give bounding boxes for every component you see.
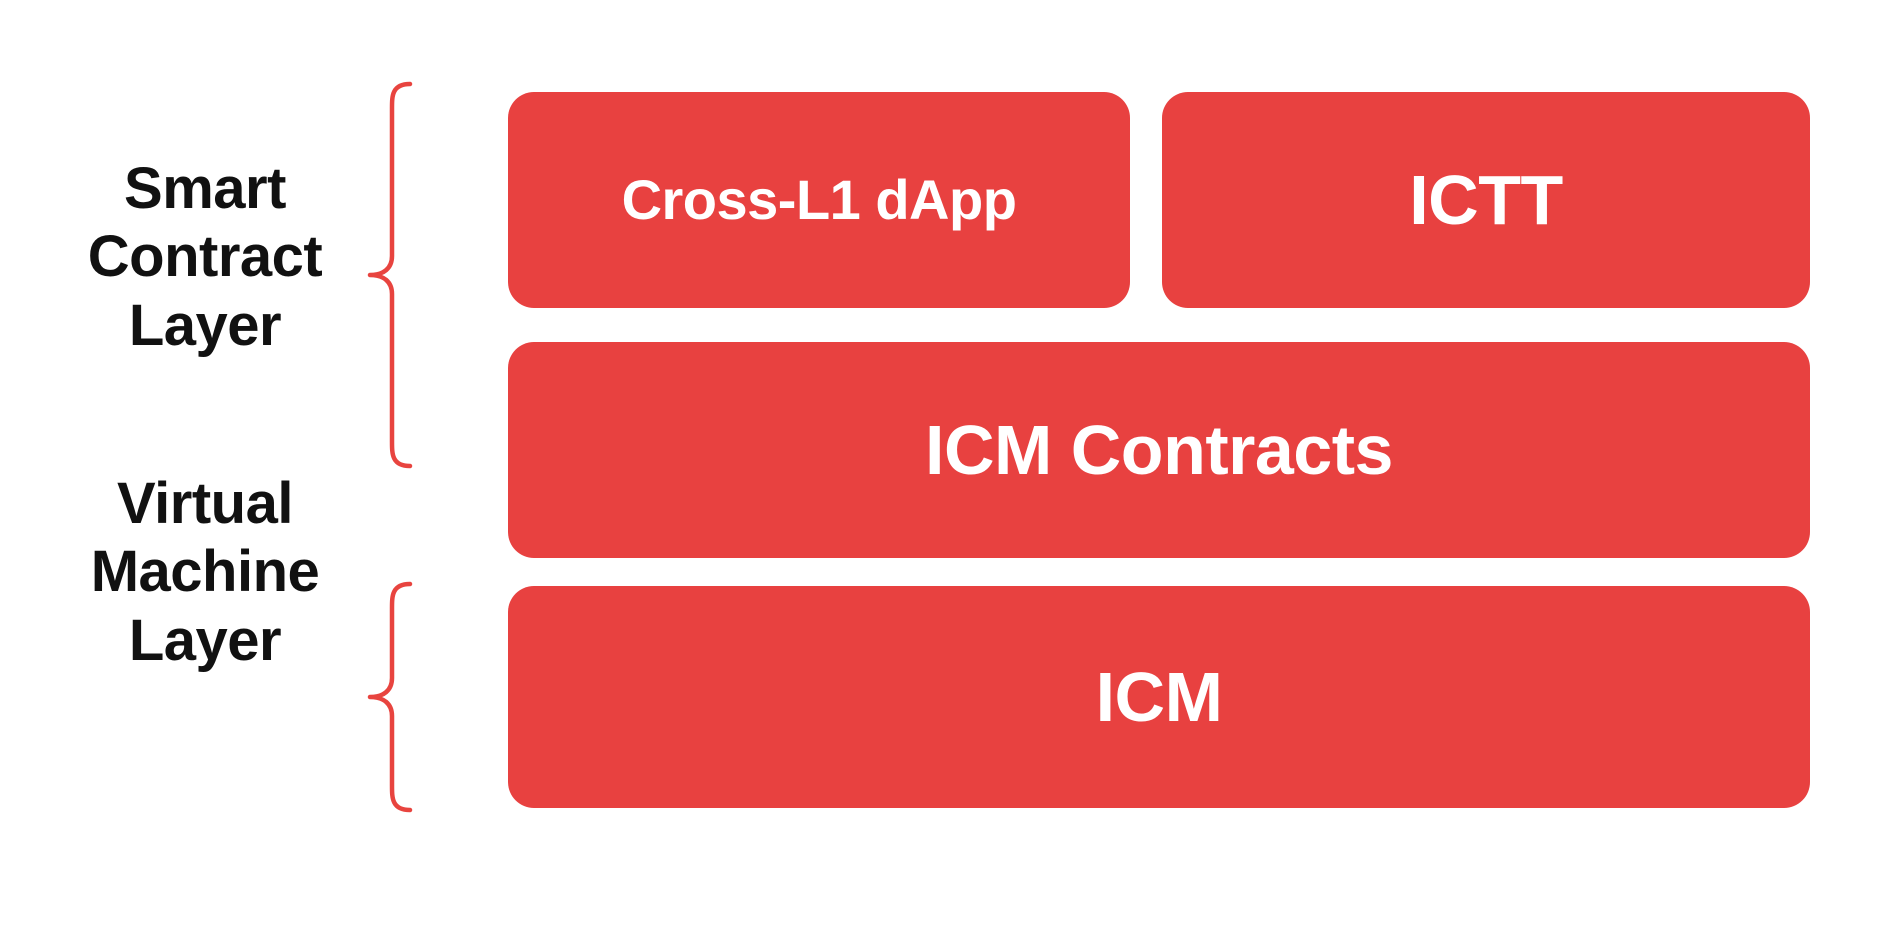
node-box-cross-l1-dapp[interactable]: Cross-L1 dApp	[508, 92, 1130, 308]
node-box-icm[interactable]: ICM	[508, 586, 1810, 808]
node-label-cross-l1-dapp: Cross-L1 dApp	[621, 168, 1017, 231]
node-box-ictt[interactable]: ICTT	[1162, 92, 1810, 308]
node-label-icm-contracts: ICM Contracts	[925, 411, 1393, 489]
layer-label-virtual-machine: Virtual Machine Layer	[90, 471, 320, 673]
layer-label-smart-contract: Smart Contract Layer	[87, 156, 323, 358]
node-box-icm-contracts[interactable]: ICM Contracts	[508, 342, 1810, 558]
left-curly-brace-icon-virtual-machine	[367, 581, 413, 813]
left-curly-brace-icon-smart-contract	[367, 81, 413, 469]
node-label-ictt: ICTT	[1409, 161, 1563, 239]
node-label-icm: ICM	[1095, 658, 1223, 736]
